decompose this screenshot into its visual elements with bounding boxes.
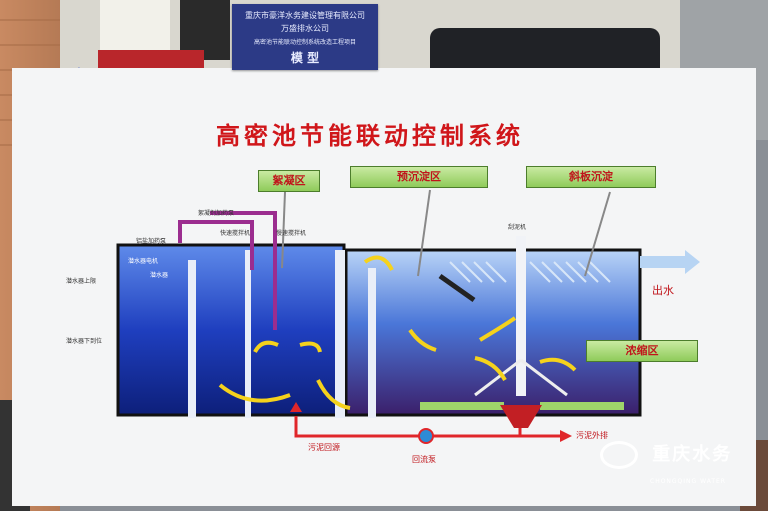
plate-subcompany: 万盛排水公司	[281, 24, 329, 33]
zone-thicken-label: 浓缩区	[586, 340, 698, 362]
dosing-pump-al-label: 铝盐加药泵	[136, 238, 167, 245]
mixer-box-label: 潜水器	[150, 272, 169, 279]
level-low-label: 潜水器下到位	[66, 338, 103, 345]
fast-mixer-label: 快速搅拌机	[220, 230, 251, 237]
dosing-pump-floc-label: 絮凝剂加药泵	[198, 210, 235, 217]
return-pump-icon	[418, 428, 434, 444]
plate-company: 重庆市豪洋水务建设管理有限公司	[245, 11, 365, 20]
company-logo: 重庆水务	[600, 440, 732, 469]
logo-text: 重庆水务	[652, 444, 733, 465]
dark-chair	[430, 28, 660, 78]
zone-presettle-label: 预沉淀区	[350, 166, 488, 188]
level-high-label: 潜水器上限	[66, 278, 97, 285]
slow-mixer-label: 慢速搅拌机	[276, 230, 307, 237]
outlet-arrow	[640, 250, 700, 274]
return-pump-label: 回流泵	[412, 455, 436, 464]
sludge-hopper	[500, 405, 542, 428]
red-object	[98, 50, 204, 70]
board-title: 高密池节能联动控制系统	[216, 122, 524, 150]
plate-project: 高密池节能联动控制系统改造工程项目	[253, 39, 356, 46]
scraper-shaft	[516, 236, 526, 396]
mixer-motor-label: 潜水器电机	[128, 258, 159, 265]
flow-arrows	[218, 255, 577, 410]
floc-tank	[116, 243, 346, 417]
sludge-return-line	[294, 416, 522, 438]
zone-tube-label: 斜板沉淀	[526, 166, 656, 188]
outlet-label: 出水	[652, 284, 674, 297]
scraper-label: 刮泥机	[508, 224, 527, 231]
logo-swirl-icon	[600, 441, 638, 469]
zone-floc-label: 絮凝区	[258, 170, 320, 192]
plate-model: 模 型	[290, 51, 320, 65]
tube-settler-plates	[449, 261, 611, 283]
sludge-out-label: 污泥外排	[576, 431, 608, 440]
name-plate: 重庆市豪洋水务建设管理有限公司 万盛排水公司 高密池节能联动控制系统改造工程项目…	[232, 4, 378, 70]
sludge-return-label: 污泥回源	[308, 443, 340, 452]
logo-english: CHONGQING WATER	[650, 478, 726, 485]
